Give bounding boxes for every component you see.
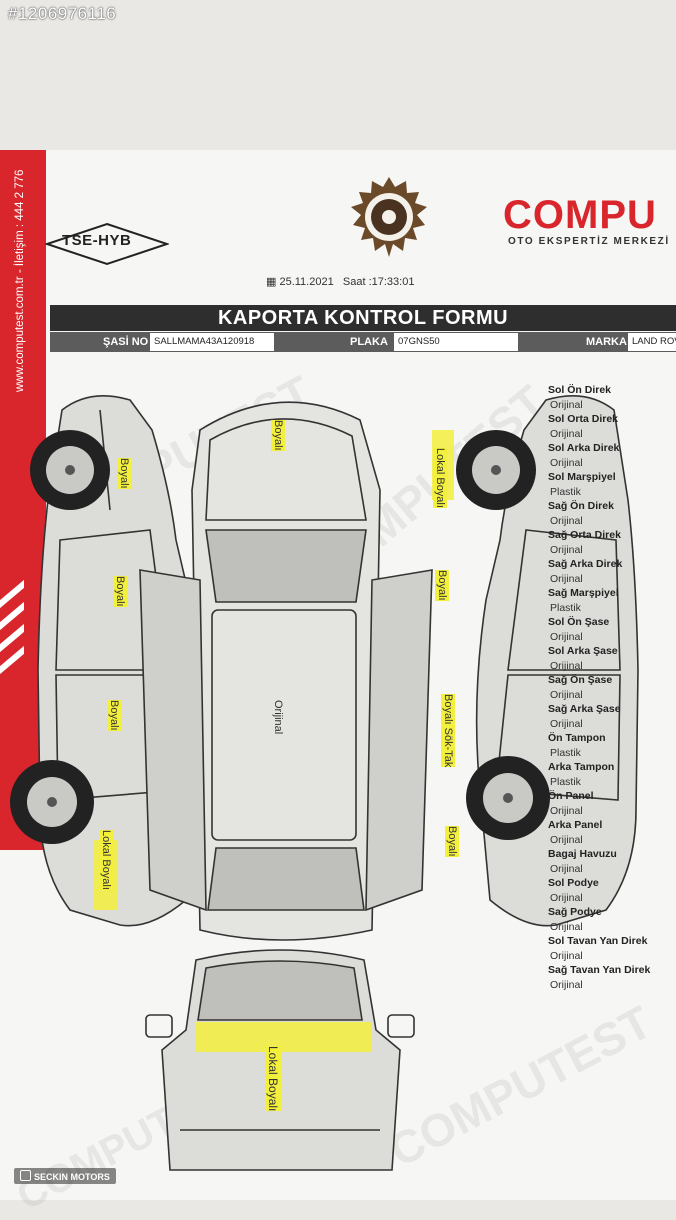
plate-value: 07GNS50 bbox=[394, 333, 518, 351]
form-title: KAPORTA KONTROL FORMU bbox=[50, 305, 676, 331]
left-rear-wheel-icon bbox=[10, 760, 94, 844]
label-left-front-fender: Boyalı bbox=[117, 458, 131, 489]
chassis-label: ŞASİ NO bbox=[103, 336, 149, 348]
left-mirror-outline bbox=[145, 1014, 173, 1038]
tse-hyb-badge-icon bbox=[45, 222, 169, 266]
left-front-wheel-icon bbox=[30, 430, 110, 510]
label-left-rear-door: Boyalı bbox=[107, 700, 121, 731]
plate-label: PLAKA bbox=[350, 336, 388, 348]
windshield-outline bbox=[205, 529, 367, 603]
calendar-icon: ▦ bbox=[266, 276, 277, 288]
right-front-door-outline bbox=[507, 529, 621, 671]
right-mirror-outline bbox=[387, 1014, 415, 1038]
dealer-logo-icon bbox=[20, 1170, 31, 1181]
listing-id: #1206976116 bbox=[8, 4, 117, 23]
car-diagram bbox=[10, 394, 639, 1171]
roof-outline bbox=[211, 609, 357, 841]
label-left-rear-fender: Lokal Boyalı bbox=[99, 830, 113, 890]
chassis-value: SALLMAMA43A120918 bbox=[150, 333, 274, 351]
label-right-front-fender: Lokal Boyalı bbox=[433, 448, 447, 508]
right-rear-wheel-icon bbox=[466, 756, 550, 840]
label-roof: Orijinal bbox=[272, 700, 284, 735]
seal-icon bbox=[351, 177, 427, 257]
brand-tagline: OTO EKSPERTİZ MERKEZİ bbox=[508, 236, 670, 247]
label-right-rear-fender: Boyalı bbox=[445, 826, 459, 857]
label-right-front-door: Boyalı bbox=[435, 570, 449, 601]
report-time: 17:33:01 bbox=[371, 276, 415, 288]
label-hood: Boyalı bbox=[271, 420, 285, 451]
brand-label: MARKA bbox=[586, 336, 627, 348]
brand-logo: COMPU bbox=[503, 193, 657, 237]
right-open-door-outline bbox=[365, 569, 433, 912]
time-label: Saat : bbox=[342, 276, 372, 288]
rear-glass-outline bbox=[197, 960, 363, 1021]
hood-outline bbox=[205, 418, 367, 521]
tse-hyb-label: TSE-HYB bbox=[62, 232, 132, 249]
date-row: ▦ 25.11.2021 Saat :17:33:01 bbox=[266, 275, 414, 288]
label-tailgate: Lokal Boyalı bbox=[265, 1046, 281, 1112]
label-right-rear-door: Boyalı Sök-Tak bbox=[441, 694, 455, 768]
tailgate-highlight bbox=[196, 1022, 372, 1052]
rear-window-outline bbox=[207, 847, 365, 911]
label-left-front-door: Boyalı bbox=[113, 576, 127, 607]
report-date: 25.11.2021 bbox=[279, 276, 334, 288]
dealer-logo: SECKIN MOTORS bbox=[14, 1168, 116, 1184]
right-front-wheel-icon bbox=[456, 430, 536, 510]
left-open-door-outline bbox=[139, 569, 207, 912]
brand-value: LAND ROVER bbox=[628, 333, 676, 351]
